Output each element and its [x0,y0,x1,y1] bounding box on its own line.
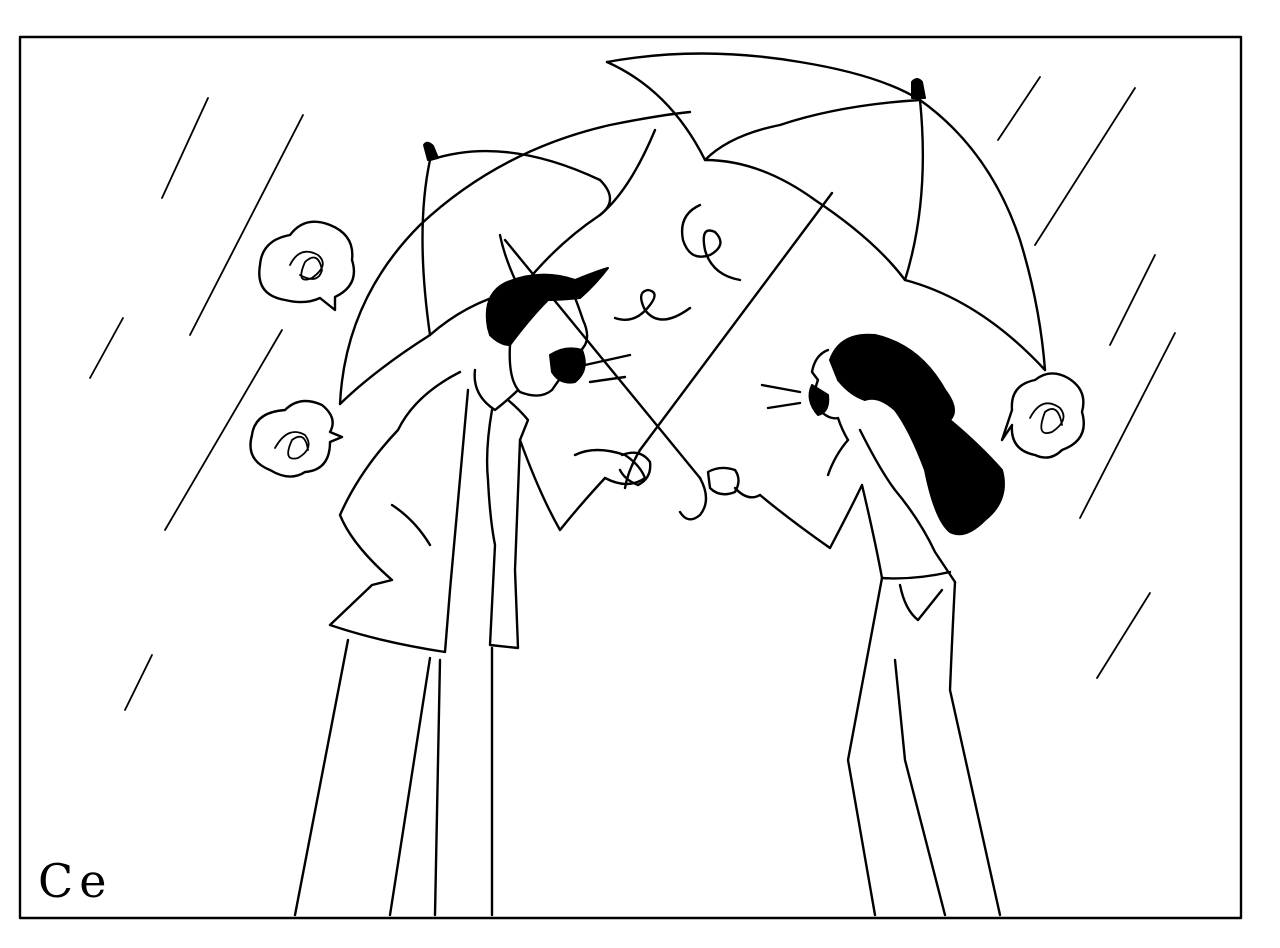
angry-scribble-bubble-icon [1000,372,1085,459]
artist-signature: Ce [38,854,113,908]
rain-streak [1096,592,1151,679]
rain-streak [1109,254,1156,346]
rain-streak [89,317,124,379]
rain-streak [997,76,1041,141]
shout-lines-icon [760,383,802,410]
woman-figure [706,333,1005,917]
shout-lines-icon [583,353,632,384]
angry-scribble-bubble-icon [249,399,344,478]
umbrella-icon [605,52,1047,490]
angry-scribble-bubble-icon [258,220,356,312]
rain-streak [189,114,304,336]
rain-streak [1034,87,1136,246]
rain-streak [161,97,209,199]
panel-frame [18,35,1243,920]
rain-streak [124,654,153,711]
rain-streak [164,329,283,531]
man-figure [293,267,652,917]
rain-streak [1079,332,1176,519]
tension-scribble [613,203,742,322]
rain-streaks [89,76,1176,711]
